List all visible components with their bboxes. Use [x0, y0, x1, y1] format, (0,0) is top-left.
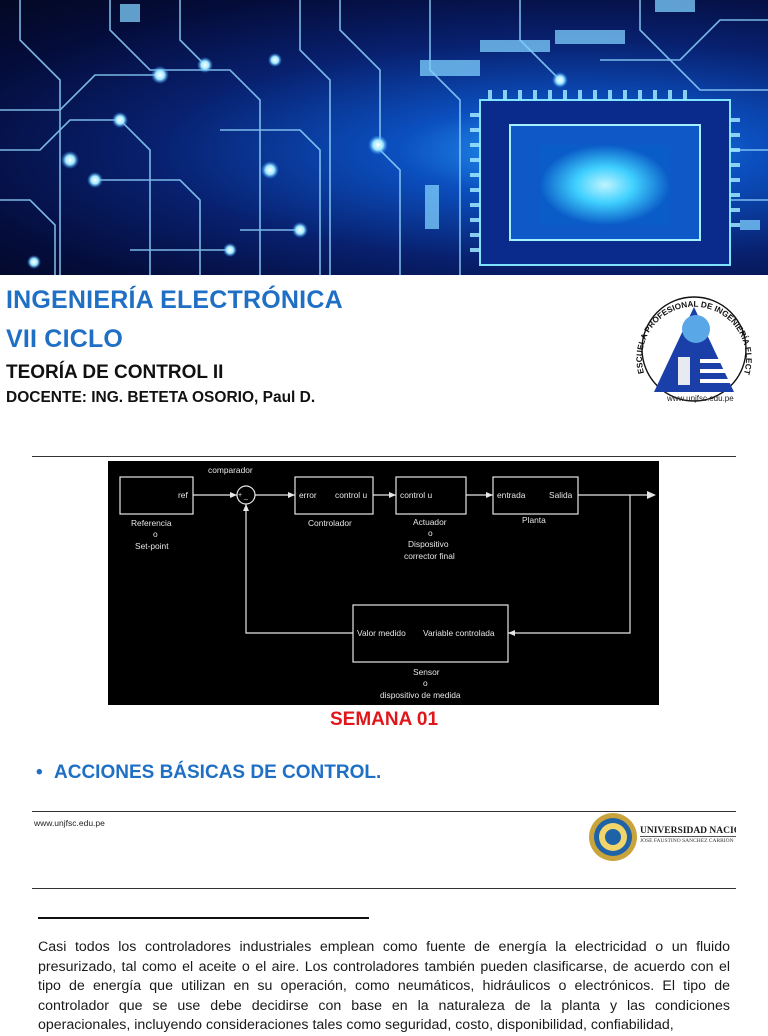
label-sensor: Sensor	[413, 667, 440, 677]
title-program: INGENIERÍA ELECTRÓNICA	[6, 286, 343, 314]
circuit-board-image	[0, 0, 768, 275]
label-error: error	[299, 490, 317, 500]
label-o-2: o	[428, 528, 433, 538]
control-block-diagram: comparador ref Referencia o Set-point + …	[108, 461, 659, 705]
label-dispositivo: Dispositivo	[408, 539, 449, 549]
university-name: UNIVERSIDAD NACIONAL	[640, 826, 736, 836]
label-plus: +	[238, 492, 242, 499]
label-actuador: Actuador	[413, 517, 447, 527]
divider-top	[32, 456, 736, 457]
label-controlador: Controlador	[308, 518, 352, 528]
school-logo: ESCUELA PROFESIONAL DE INGENIERÍA ELECTR…	[630, 277, 753, 402]
label-o-1: o	[153, 529, 158, 539]
course-title: TEORÍA DE CONTROL II	[6, 362, 224, 383]
label-entrada: entrada	[497, 490, 526, 500]
circuit-banner	[0, 0, 768, 275]
teacher-line: DOCENTE: ING. BETETA OSORIO, Paul D.	[6, 389, 316, 406]
label-variable-controlada: Variable controlada	[423, 628, 495, 638]
body-paragraph: Casi todos los controladores industriale…	[38, 939, 730, 1033]
label-setpoint: Set-point	[135, 541, 169, 551]
label-referencia: Referencia	[131, 518, 172, 528]
week-label: SEMANA 01	[329, 709, 439, 730]
bullet-marker: •	[36, 762, 43, 783]
label-control-u-1: control u	[335, 490, 367, 500]
university-subtitle: JOSÉ FAUSTINO SÁNCHEZ CARRIÓN	[640, 838, 734, 844]
label-ref: ref	[178, 490, 188, 500]
section-underline	[38, 917, 369, 919]
label-corrector-final: corrector final	[404, 551, 455, 561]
label-o-3: o	[423, 678, 428, 688]
label-planta: Planta	[522, 515, 546, 525]
label-valor-medido: Valor medido	[357, 628, 406, 638]
school-url: www.unjfsc.edu.pe	[667, 394, 734, 403]
divider-footer-top	[32, 811, 736, 812]
label-dispositivo-medida: dispositivo de medida	[380, 690, 461, 700]
divider-footer-bottom	[32, 888, 736, 889]
label-comparador: comparador	[208, 465, 253, 475]
label-control-u-2: control u	[400, 490, 432, 500]
university-divider	[640, 836, 736, 837]
label-salida: Salida	[549, 490, 573, 500]
university-seal-icon	[589, 813, 637, 861]
footer-url: www.unjfsc.edu.pe	[34, 818, 105, 828]
label-minus: _	[243, 493, 248, 500]
bullet-item: • ACCIONES BÁSICAS DE CONTROL.	[36, 762, 381, 784]
bullet-text: ACCIONES BÁSICAS DE CONTROL.	[54, 762, 382, 783]
title-cycle: VII CICLO	[6, 325, 124, 353]
